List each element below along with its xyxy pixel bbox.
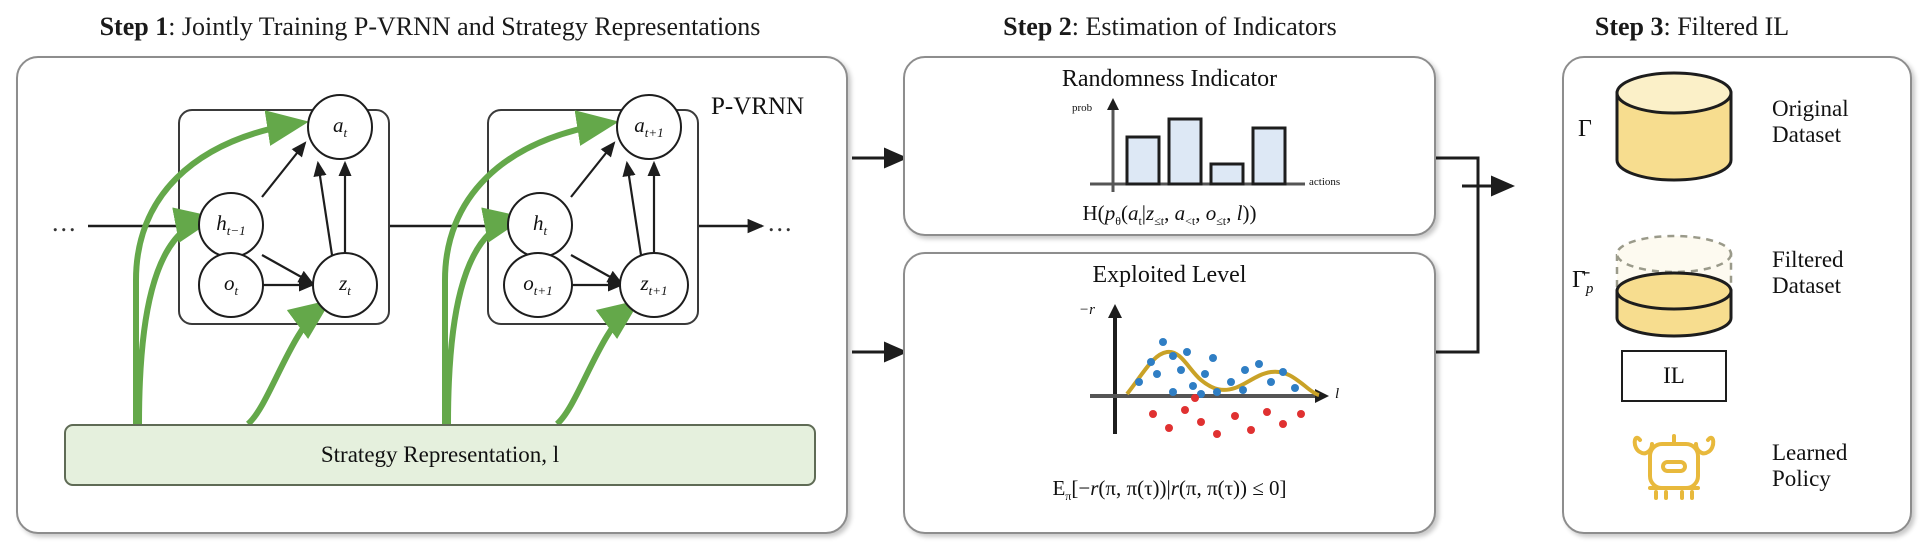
pvrnn-label: P-VRNN [711,93,805,120]
randomness-indicator-title: Randomness Indicator [1061,66,1278,92]
node-o-t: ot [198,252,264,318]
node-h-t-1-label: ht−1 [216,210,246,239]
original-dataset-label: Original Dataset [1772,96,1849,147]
step1-title-number: Step 1 [99,12,169,41]
original-dataset-cylinder [1615,71,1733,182]
randomness-formula: H(pθ(at|z≤t, a<t, o≤t, l)) [1082,201,1257,229]
step2-title-number: Step 2 [1003,12,1072,41]
node-h-t: ht [507,192,573,258]
node-o-t1: ot+1 [503,252,573,318]
node-z-t-label: zt [339,270,351,299]
left-ellipsis: ... [52,208,78,237]
il-box-label: IL [1663,363,1685,388]
step3-title-number: Step 3 [1594,12,1664,41]
right-ellipsis: ... [768,208,794,237]
randomness-indicator-panel: Randomness Indicator prob actions H(pθ(a… [903,56,1436,236]
node-o-t1-label: ot+1 [523,270,553,299]
exploited-formula: Eπ[−r(π, π(τ))|r(π, π(τ)) ≤ 0] [1052,476,1287,504]
node-h-t-label: ht [532,210,548,239]
learned-policy-label: Learned Policy [1772,440,1848,491]
node-h-t-1: ht−1 [198,192,264,258]
node-a-t-label: at [332,112,348,141]
node-z-t1-label: zt+1 [640,270,668,299]
exploited-chart [1090,304,1329,438]
filtered-dataset-cylinder [1615,234,1733,338]
exploited-y-axis-label: −r [1079,302,1095,318]
step1-title-text: : Jointly Training P-VRNN and Strategy R… [168,12,761,41]
node-a-t1: at+1 [616,94,682,160]
randomness-x-axis-label: actions [1309,176,1341,188]
exploited-level-panel: Exploited Level −r l [903,252,1436,534]
step1-title: Step 1: Jointly Training P-VRNN and Stra… [0,12,860,42]
il-box: IL [1621,350,1727,402]
step2-title: Step 2: Estimation of Indicators [890,12,1450,42]
node-a-t: at [307,94,373,160]
step2-title-text: : Estimation of Indicators [1071,12,1337,41]
strategy-representation-label: Strategy Representation, l [320,442,560,467]
filtered-dataset-label: Filtered Dataset [1772,247,1844,298]
robot-icon [1632,434,1716,500]
node-z-t1: zt+1 [619,252,689,318]
exploited-x-axis-label: l [1335,386,1340,402]
randomness-y-axis-label: prob [1072,102,1093,114]
step3-title-text: : Filtered IL [1663,12,1790,41]
node-z-t: zt [312,252,378,318]
strategy-representation-box: Strategy Representation, l [64,424,816,486]
node-a-t1-label: at+1 [634,112,664,141]
randomness-chart [1090,98,1305,192]
node-o-t-label: ot [223,270,239,299]
exploited-level-title: Exploited Level [1092,262,1247,288]
filtered-dataset-symbol: Γ̄p [1572,267,1594,297]
step3-title: Step 3: Filtered IL [1460,12,1924,42]
original-dataset-symbol: Γ [1578,116,1592,142]
